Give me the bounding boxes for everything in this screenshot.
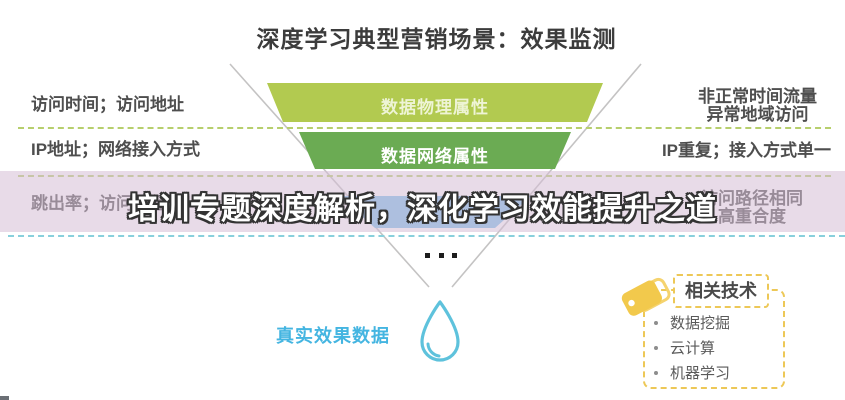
tech-item-label: 云计算 (670, 340, 716, 357)
ellipsis-icon (425, 253, 457, 258)
row2-right-label: IP重复；接入方式单一 (661, 141, 831, 160)
headline-text: 培训专题深度解析，深化学习效能提升之道 (128, 193, 717, 226)
tech-list-item: 机器学习 (650, 360, 778, 385)
bullet-icon (654, 320, 658, 325)
row2-left-label: IP地址；网络接入方式 (31, 140, 201, 159)
tech-item-label: 机器学习 (670, 365, 731, 382)
row1-right-label: 非正常时间流量 异常地域访问 (698, 88, 817, 123)
dashed-divider-blue (8, 235, 845, 237)
result-data-label: 真实效果数据 (276, 326, 390, 346)
row1-right-line1: 非正常时间流量 (698, 87, 817, 106)
corner-artifact (0, 396, 9, 400)
tech-item-label: 数据挖掘 (670, 315, 731, 332)
water-drop-icon (420, 300, 460, 362)
funnel-stage1-label: 数据物理属性 (381, 98, 489, 117)
related-tech-list: 数据挖掘 云计算 机器学习 (650, 310, 778, 385)
page-title: 深度学习典型营销场景：效果监测 (256, 26, 617, 52)
tag-icon (621, 277, 671, 316)
row1-left-label: 访问时间；访问地址 (31, 95, 184, 114)
bullet-icon (654, 345, 658, 350)
bullet-icon (654, 370, 658, 375)
funnel-stage2-label: 数据网络属性 (381, 147, 489, 166)
tech-list-item: 云计算 (650, 335, 778, 360)
row1-right-line2: 异常地域访问 (706, 104, 809, 124)
dashed-divider-green-1 (18, 127, 831, 129)
related-tech-title: 相关技术 (673, 274, 769, 308)
tech-list-item: 数据挖掘 (650, 310, 778, 335)
